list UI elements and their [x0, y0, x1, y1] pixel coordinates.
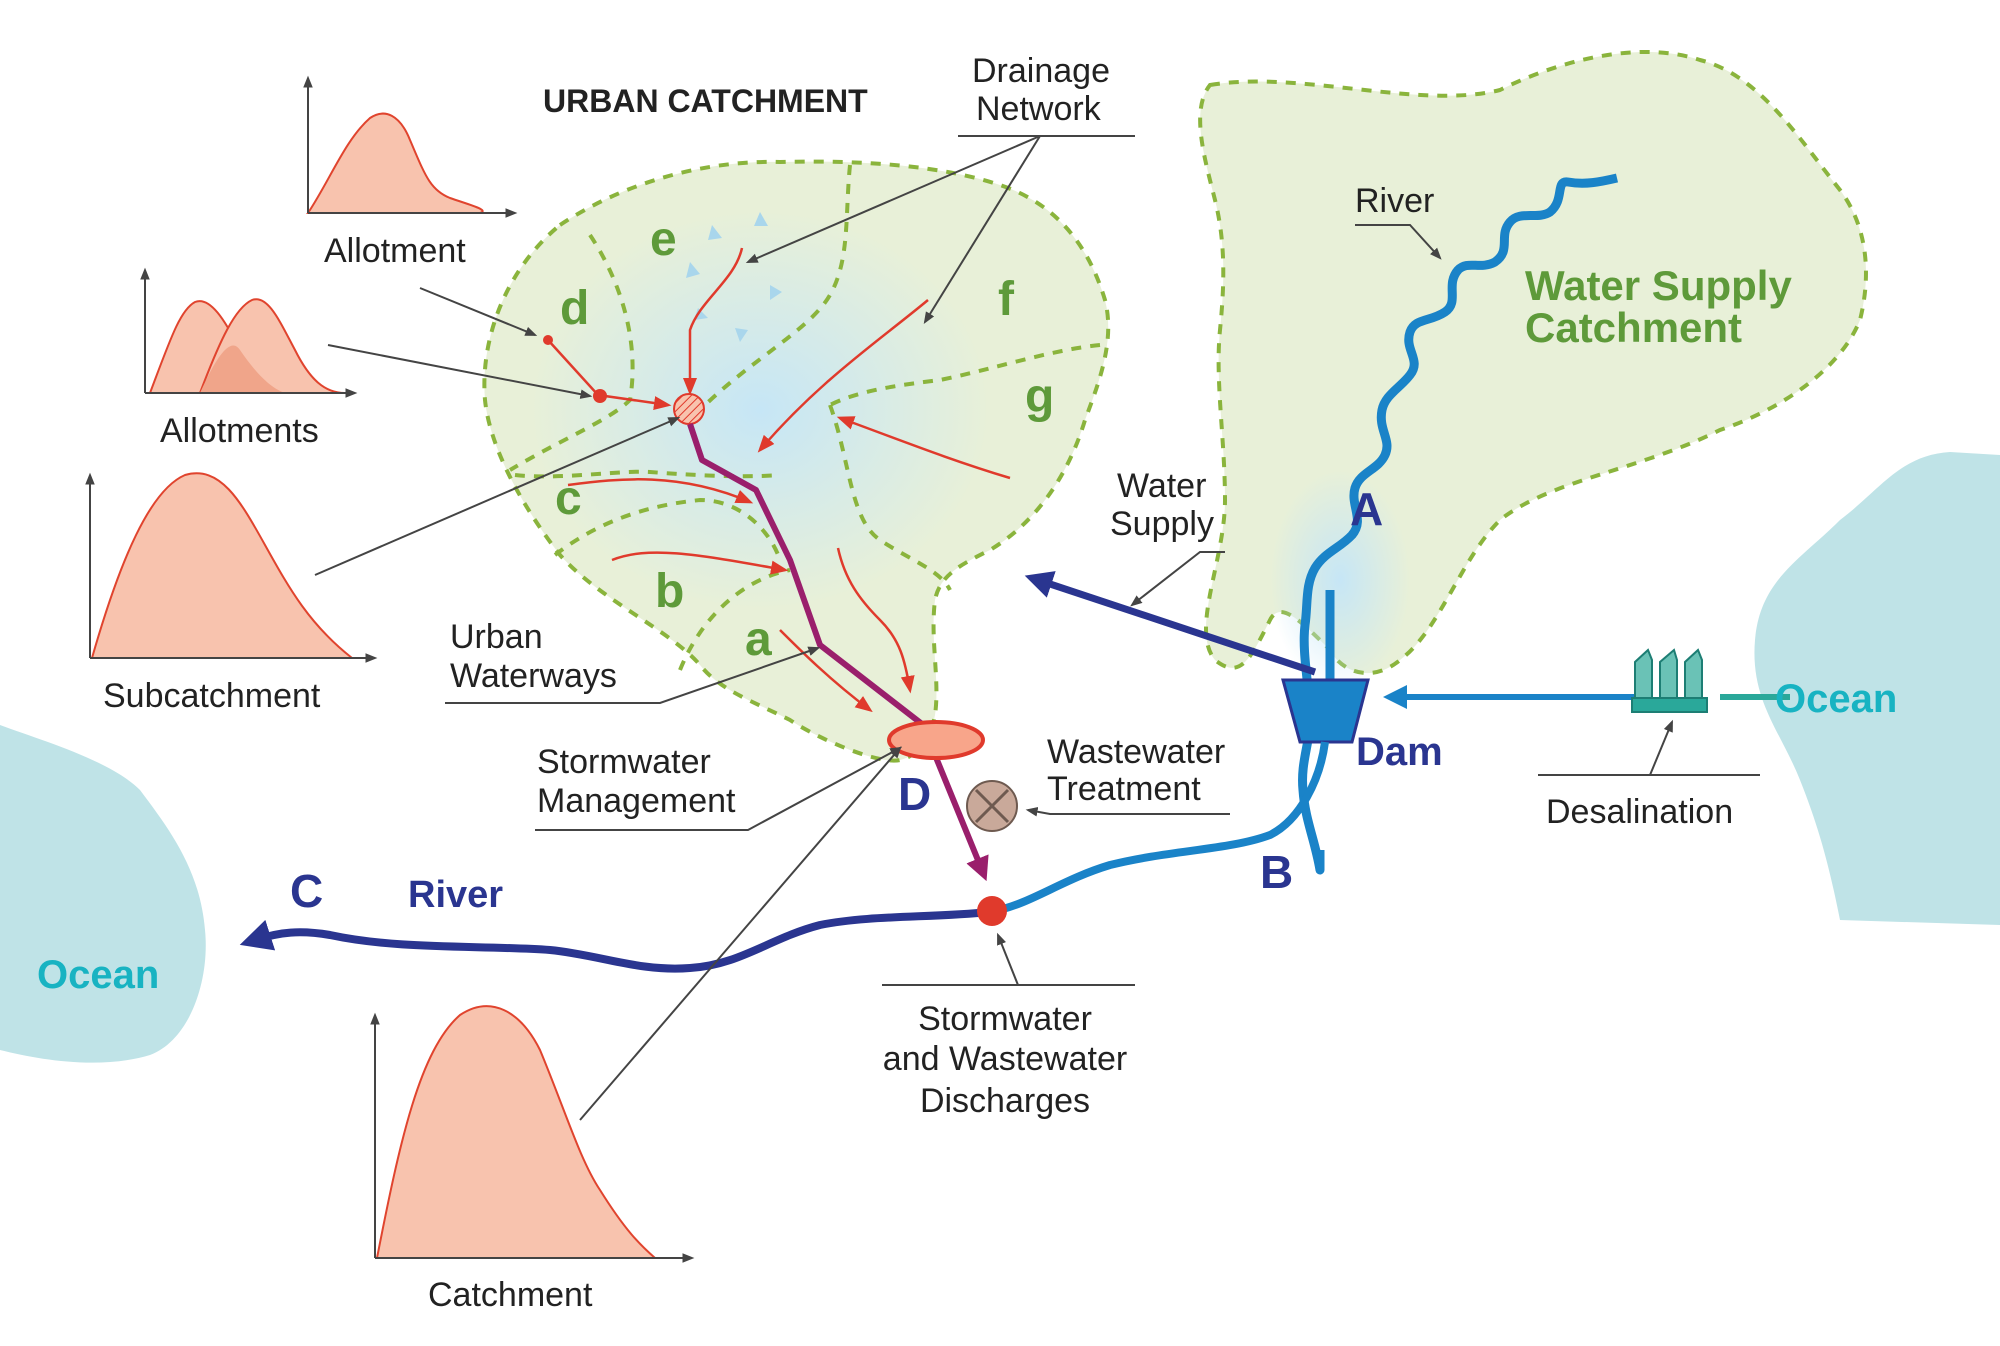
- drainage-network-label-line1: Drainage: [972, 52, 1110, 90]
- urban-waterways-label-line2: Waterways: [450, 657, 617, 695]
- river-c: [239, 908, 991, 973]
- subcatchment-g-label: g: [1025, 370, 1054, 423]
- water-supply-catchment: Water Supply Catchment: [1198, 49, 1868, 690]
- river-label-bottom: River: [408, 874, 503, 916]
- river-b: [989, 741, 1329, 916]
- desalination-label: Desalination: [1546, 793, 1733, 831]
- stormwater-pond: [887, 720, 985, 760]
- allotment-leader: [419, 287, 538, 336]
- subcatchment-caption: Subcatchment: [103, 677, 321, 715]
- wastewater-treatment-icon: [966, 780, 1018, 832]
- water-supply-catchment-label-line2: Catchment: [1525, 304, 1742, 351]
- subcatchment-leader: [314, 417, 681, 576]
- ocean-left: [0, 725, 206, 1063]
- drainage-network-leader-2: [923, 135, 1041, 325]
- urban-waterway: [687, 423, 924, 727]
- urban-waterways-label-line1: Urban: [450, 618, 543, 656]
- river-top-leader: [1355, 224, 1442, 260]
- water-supply-label-line1: Water: [1117, 467, 1206, 505]
- urban-waterways-leader: [445, 646, 821, 704]
- discharge-leader: [997, 932, 1019, 986]
- stormwater-management-label-line1: Stormwater: [537, 743, 711, 781]
- catchment-caption: Catchment: [428, 1276, 593, 1314]
- drainage-network: [547, 247, 1011, 713]
- stormwater-management-leader: [535, 746, 903, 831]
- wastewater-treatment-label-line1: Wastewater: [1047, 733, 1225, 771]
- water-supply-leader: [1130, 551, 1225, 607]
- subcatchment-a-label: a: [745, 613, 772, 666]
- hydrograph-allotment: Allotment: [303, 75, 518, 270]
- ocean-right-label: Ocean: [1775, 677, 1897, 721]
- desalination-plant-icon: [1631, 648, 1708, 713]
- stormwater-outflow: [932, 753, 989, 882]
- subcatchment-d-label: d: [560, 282, 589, 335]
- discharge-label-line2: and Wastewater: [883, 1040, 1127, 1078]
- river-label-top: River: [1355, 182, 1434, 220]
- dam-label: Dam: [1356, 730, 1443, 774]
- hydrograph-allotments: Allotments: [140, 267, 358, 450]
- discharge-point: [977, 896, 1007, 926]
- allotments-caption: Allotments: [160, 412, 319, 450]
- drainage-network-label-line2: Network: [976, 90, 1102, 128]
- subcatchment-f-label: f: [998, 273, 1015, 326]
- catchment-leader: [579, 746, 902, 1121]
- subcatchment-outlet: [673, 393, 705, 425]
- discharge-label-line1: Stormwater: [918, 1000, 1092, 1038]
- stormwater-management-label-line2: Management: [537, 782, 736, 820]
- water-supply-catchment-label-line1: Water Supply: [1525, 262, 1792, 309]
- drainage-network-leader-1: [745, 135, 1041, 263]
- subcatchment-c-label: c: [555, 472, 582, 525]
- dam-icon: [1281, 678, 1370, 744]
- subcatchment-b-label: b: [655, 565, 684, 618]
- allotment-caption: Allotment: [324, 232, 466, 270]
- runoff-wedges: [686, 212, 782, 342]
- allotments-point: [593, 389, 607, 403]
- subcatchment-e-label: e: [650, 213, 677, 266]
- discharge-label-line3: Discharges: [920, 1082, 1090, 1120]
- wastewater-treatment-label-line2: Treatment: [1047, 770, 1201, 808]
- ocean-left-label: Ocean: [37, 953, 159, 997]
- point-c: C: [290, 865, 323, 917]
- water-supply-label-line2: Supply: [1110, 505, 1214, 543]
- hydrograph-catchment: Catchment: [370, 1005, 695, 1314]
- urban-catchment: [482, 159, 1111, 763]
- allotments-leader: [327, 344, 593, 399]
- point-b: B: [1260, 846, 1293, 898]
- allotment-point: [543, 335, 553, 345]
- hydrograph-subcatchment: Subcatchment: [85, 472, 378, 715]
- wastewater-treatment-leader: [1025, 806, 1230, 817]
- point-d: D: [898, 768, 931, 820]
- desalination-leader: [1649, 719, 1673, 776]
- point-a: A: [1350, 483, 1383, 535]
- ocean-right: [1754, 452, 2000, 925]
- urban-catchment-title: URBAN CATCHMENT: [543, 83, 868, 119]
- water-supply-arrow: [1024, 571, 1317, 676]
